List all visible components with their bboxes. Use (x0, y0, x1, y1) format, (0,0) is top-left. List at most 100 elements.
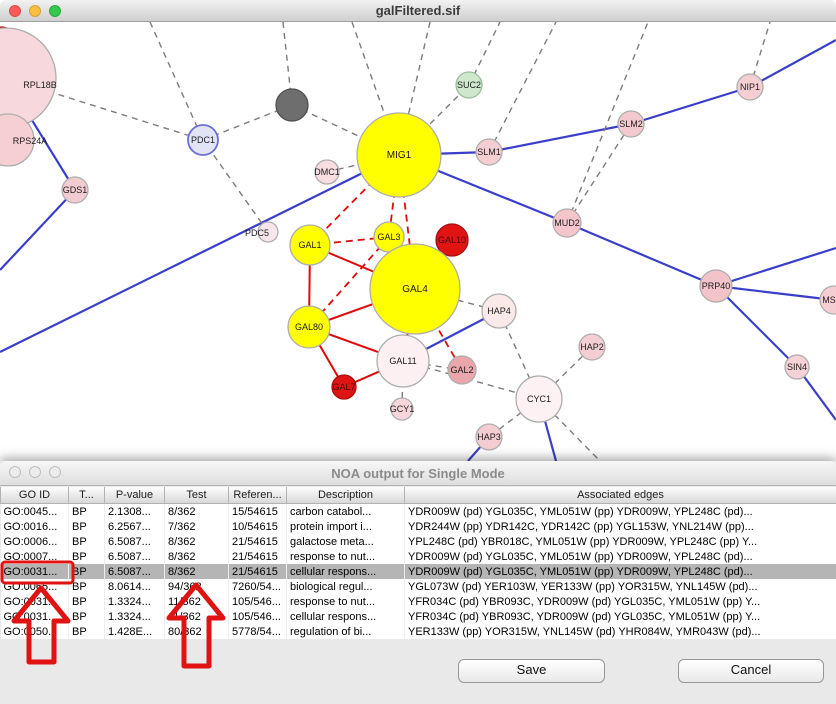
column-header-6[interactable]: Description (286, 487, 405, 504)
noa-window-titlebar[interactable]: NOA output for Single Mode (0, 461, 836, 486)
close-button-inactive[interactable] (9, 466, 21, 478)
close-button[interactable] (9, 5, 21, 17)
cell-r7-c1[interactable]: GO:0031... (0, 594, 69, 609)
cell-r6-c2[interactable]: BP (68, 579, 105, 594)
cell-r7-c7[interactable]: YFR034C (pd) YBR093C, YDR009W (pd) YGL03… (404, 594, 836, 609)
cell-r5-c2[interactable]: BP (68, 564, 105, 579)
minimize-button-inactive[interactable] (29, 466, 41, 478)
cell-r4-c2[interactable]: BP (68, 549, 105, 564)
cell-r3-c5[interactable]: 21/54615 (228, 534, 287, 549)
node-gal7[interactable] (331, 374, 357, 400)
cell-r9-c7[interactable]: YER133W (pp) YOR315W, YNL145W (pd) YHR08… (404, 624, 836, 639)
cell-r9-c6[interactable]: regulation of bi... (286, 624, 405, 639)
cell-r9-c3[interactable]: 1.428E... (104, 624, 165, 639)
cell-r4-c6[interactable]: response to nut... (286, 549, 405, 564)
cell-r5-c3[interactable]: 6.5087... (104, 564, 165, 579)
node-gal2[interactable] (447, 355, 477, 385)
node-sin4[interactable] (784, 354, 810, 380)
edge-red_dashed[interactable] (309, 154, 400, 246)
cell-r8-c6[interactable]: cellular respons... (286, 609, 405, 624)
node-slm1[interactable] (475, 138, 503, 166)
column-header-4[interactable]: Test (164, 487, 229, 504)
cell-r2-c1[interactable]: GO:0016... (0, 519, 69, 534)
edge-blue[interactable] (749, 39, 836, 88)
cell-r8-c5[interactable]: 105/546... (228, 609, 287, 624)
cell-r9-c1[interactable]: GO:0050... (0, 624, 69, 639)
edge-dashed[interactable] (566, 22, 649, 224)
edge-dashed[interactable] (351, 22, 400, 156)
cell-r1-c6[interactable]: carbon catabol... (286, 503, 405, 519)
node-pdc1[interactable] (187, 124, 219, 156)
node-msl5[interactable] (819, 285, 836, 315)
zoom-button-inactive[interactable] (49, 466, 61, 478)
node-rps24a[interactable] (0, 113, 35, 167)
node-pdc5[interactable] (257, 221, 279, 243)
cell-r6-c4[interactable]: 94/362 (164, 579, 229, 594)
cell-r7-c6[interactable]: response to nut... (286, 594, 405, 609)
cell-r7-c4[interactable]: 11/362 (164, 594, 229, 609)
node-gal1[interactable] (289, 224, 331, 266)
cell-r8-c3[interactable]: 1.3324... (104, 609, 165, 624)
cell-r2-c7[interactable]: YDR244W (pp) YDR142C, YDR142C (pp) YGL15… (404, 519, 836, 534)
edge-blue[interactable] (488, 122, 632, 154)
cell-r1-c5[interactable]: 15/54615 (228, 503, 287, 519)
cell-r6-c6[interactable]: biological regul... (286, 579, 405, 594)
edge-dashed[interactable] (566, 123, 632, 224)
cell-r1-c2[interactable]: BP (68, 503, 105, 519)
zoom-button[interactable] (49, 5, 61, 17)
cell-r5-c6[interactable]: cellular respons... (286, 564, 405, 579)
node-gal4[interactable] (369, 243, 461, 335)
cell-r7-c5[interactable]: 105/546... (228, 594, 287, 609)
edge-blue[interactable] (715, 284, 835, 302)
cell-r2-c4[interactable]: 7/362 (164, 519, 229, 534)
cell-r4-c7[interactable]: YDR009W (pd) YGL035C, YML051W (pp) YDR00… (404, 549, 836, 564)
edge-dashed[interactable] (202, 139, 269, 233)
cell-r2-c3[interactable]: 6.2567... (104, 519, 165, 534)
cell-r6-c7[interactable]: YGL073W (pd) YER103W, YER133W (pp) YOR31… (404, 579, 836, 594)
cell-r2-c6[interactable]: protein import i... (286, 519, 405, 534)
node-gray-node[interactable] (275, 88, 309, 122)
cell-r8-c7[interactable]: YFR034C (pd) YBR093C, YDR009W (pd) YGL03… (404, 609, 836, 624)
node-hap3[interactable] (475, 423, 503, 451)
cell-r2-c2[interactable]: BP (68, 519, 105, 534)
cell-r5-c4[interactable]: 8/362 (164, 564, 229, 579)
cell-r8-c2[interactable]: BP (68, 609, 105, 624)
cell-r8-c1[interactable]: GO:0031... (0, 609, 69, 624)
cell-r3-c6[interactable]: galactose meta... (286, 534, 405, 549)
column-header-3[interactable]: P-value (104, 487, 165, 504)
cell-r3-c4[interactable]: 8/362 (164, 534, 229, 549)
cell-r1-c7[interactable]: YDR009W (pd) YGL035C, YML051W (pp) YDR00… (404, 503, 836, 519)
node-gal80[interactable] (287, 305, 331, 349)
node-hap4[interactable] (481, 293, 517, 329)
node-hap2[interactable] (578, 333, 606, 361)
edge-blue[interactable] (715, 285, 798, 368)
cell-r3-c3[interactable]: 6.5087... (104, 534, 165, 549)
node-rpl18b[interactable] (0, 27, 57, 129)
node-dmc1[interactable] (314, 159, 340, 185)
node-gds1[interactable] (61, 176, 89, 204)
cell-r1-c3[interactable]: 2.1308... (104, 503, 165, 519)
column-header-1[interactable]: GO ID (0, 487, 69, 504)
cell-r4-c3[interactable]: 6.5087... (104, 549, 165, 564)
cell-r2-c5[interactable]: 10/54615 (228, 519, 287, 534)
cell-r1-c4[interactable]: 8/362 (164, 503, 229, 519)
minimize-button[interactable] (29, 5, 41, 17)
cell-r6-c5[interactable]: 7260/54... (228, 579, 287, 594)
cell-r6-c3[interactable]: 8.0614... (104, 579, 165, 594)
cancel-button[interactable]: Cancel (678, 659, 824, 683)
node-cyc1[interactable] (515, 375, 563, 423)
cell-r9-c2[interactable]: BP (68, 624, 105, 639)
cell-r3-c1[interactable]: GO:0006... (0, 534, 69, 549)
cell-r3-c2[interactable]: BP (68, 534, 105, 549)
column-header-7[interactable]: Associated edges (404, 487, 836, 504)
cell-r5-c1[interactable]: GO:0031... (0, 564, 69, 579)
cell-r3-c7[interactable]: YPL248C (pd) YBR018C, YML051W (pp) YDR00… (404, 534, 836, 549)
